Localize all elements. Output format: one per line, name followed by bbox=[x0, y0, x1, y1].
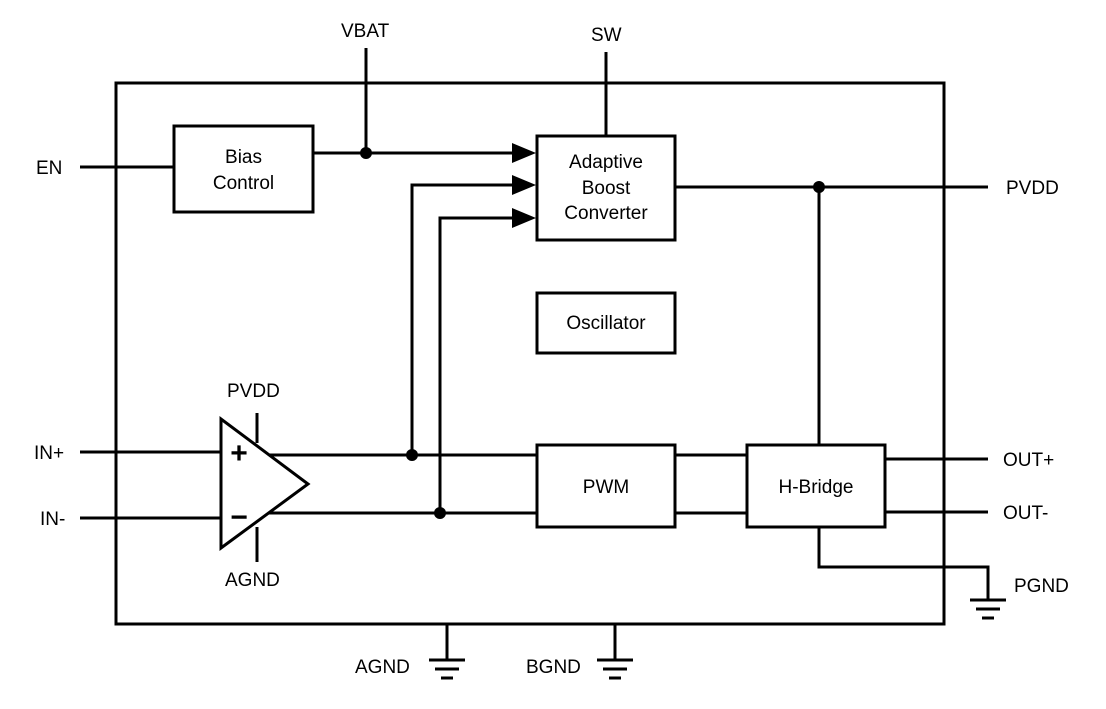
oscillator-block: Oscillator bbox=[535, 291, 677, 355]
vbat-junction-dot bbox=[360, 147, 372, 159]
in-plus-junction-dot bbox=[406, 449, 418, 461]
bias-control-label-line1: Bias bbox=[225, 147, 262, 168]
amplifier-symbol: + − PVDD AGND bbox=[219, 381, 311, 591]
arrow-in-plus-to-boost bbox=[512, 175, 536, 195]
pgnd-ground-icon bbox=[970, 598, 1006, 620]
boost-converter-block: Adaptive Boost Converter bbox=[535, 134, 677, 242]
out-plus-pin-label: OUT+ bbox=[1003, 450, 1054, 471]
in-plus-feedback-wire bbox=[410, 183, 520, 455]
pin-labels: VBAT SW EN PVDD IN+ IN- OUT+ OUT- PGND A… bbox=[34, 21, 1069, 678]
in-minus-feedback-wire bbox=[438, 216, 520, 513]
en-pin-label: EN bbox=[36, 158, 62, 179]
pvdd-pin-label: PVDD bbox=[1006, 178, 1059, 199]
sw-pin-label: SW bbox=[591, 25, 622, 46]
amp-supply-label: PVDD bbox=[227, 381, 280, 402]
boost-converter-label-line2: Boost bbox=[582, 178, 631, 199]
pgnd-wire bbox=[817, 527, 990, 600]
junctions bbox=[360, 147, 825, 519]
in-minus-pin-label: IN- bbox=[40, 509, 65, 530]
bgnd-pin-label: BGND bbox=[526, 657, 581, 678]
in-minus-junction-dot bbox=[434, 507, 446, 519]
out-minus-pin-label: OUT- bbox=[1003, 503, 1048, 524]
arrow-bias-to-boost bbox=[512, 143, 536, 163]
amplifier-triangle bbox=[219, 416, 311, 551]
vbat-pin-label: VBAT bbox=[341, 21, 390, 42]
oscillator-label: Oscillator bbox=[566, 313, 646, 334]
arrows bbox=[512, 143, 536, 228]
boost-converter-label-line1: Adaptive bbox=[569, 152, 643, 173]
wires bbox=[80, 48, 990, 660]
pvdd-junction-dot bbox=[813, 181, 825, 193]
pwm-block: PWM bbox=[535, 443, 677, 529]
chip-outline bbox=[114, 81, 946, 626]
h-bridge-block: H-Bridge bbox=[745, 443, 887, 529]
pwm-label: PWM bbox=[583, 477, 629, 498]
bgnd-ground-icon bbox=[597, 658, 633, 680]
amp-plus-sign: + bbox=[230, 437, 248, 470]
in-plus-pin-label: IN+ bbox=[34, 443, 64, 464]
agnd-pin-label: AGND bbox=[355, 657, 410, 678]
bias-control-block: Bias Control bbox=[172, 124, 315, 214]
arrow-in-minus-to-boost bbox=[512, 208, 536, 228]
amp-minus-sign: − bbox=[230, 501, 248, 534]
agnd-ground-icon bbox=[429, 658, 465, 680]
amp-ground-label: AGND bbox=[225, 570, 280, 591]
h-bridge-label: H-Bridge bbox=[779, 477, 854, 498]
pgnd-pin-label: PGND bbox=[1014, 576, 1069, 597]
bias-control-label-line2: Control bbox=[213, 173, 274, 194]
boost-converter-label-line3: Converter bbox=[564, 203, 648, 224]
